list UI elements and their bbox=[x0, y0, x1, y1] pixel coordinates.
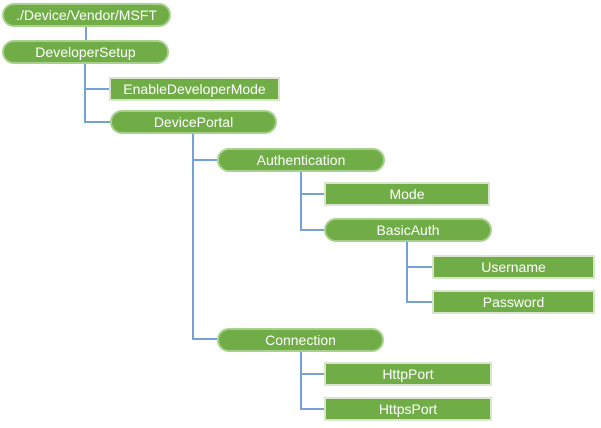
connector-password-stub bbox=[406, 301, 432, 303]
connector-basicauth-trunk bbox=[406, 242, 408, 303]
connector-connection-stub bbox=[192, 338, 217, 340]
node-enable-developer-mode: EnableDeveloperMode bbox=[109, 77, 280, 101]
node-basic-auth: BasicAuth bbox=[324, 218, 492, 242]
connector-mode-stub bbox=[300, 193, 324, 195]
node-authentication: Authentication bbox=[217, 148, 385, 172]
node-developer-setup: DeveloperSetup bbox=[2, 40, 169, 64]
connector-connection-trunk bbox=[300, 351, 302, 410]
connector-authentication-trunk bbox=[300, 171, 302, 231]
node-http-port: HttpPort bbox=[324, 362, 492, 386]
node-mode: Mode bbox=[324, 182, 490, 206]
connector-authentication-stub bbox=[192, 159, 217, 161]
connector-httpsport-stub bbox=[300, 408, 324, 410]
node-root: ./Device/Vendor/MSFT bbox=[2, 3, 171, 27]
node-https-port: HttpsPort bbox=[324, 397, 492, 421]
node-password: Password bbox=[432, 290, 595, 314]
connector-httpport-stub bbox=[300, 373, 324, 375]
connector-root-developersetup bbox=[85, 26, 87, 41]
connector-enabledevelopermode-stub bbox=[84, 88, 109, 90]
node-device-portal: DevicePortal bbox=[110, 110, 277, 134]
connector-deviceportal-trunk bbox=[192, 133, 194, 340]
connector-username-stub bbox=[406, 266, 432, 268]
node-connection: Connection bbox=[217, 328, 384, 352]
connector-basicauth-stub bbox=[300, 229, 324, 231]
connector-deviceportal-stub bbox=[84, 121, 110, 123]
node-username: Username bbox=[432, 255, 595, 279]
connector-developersetup-trunk bbox=[84, 64, 86, 123]
